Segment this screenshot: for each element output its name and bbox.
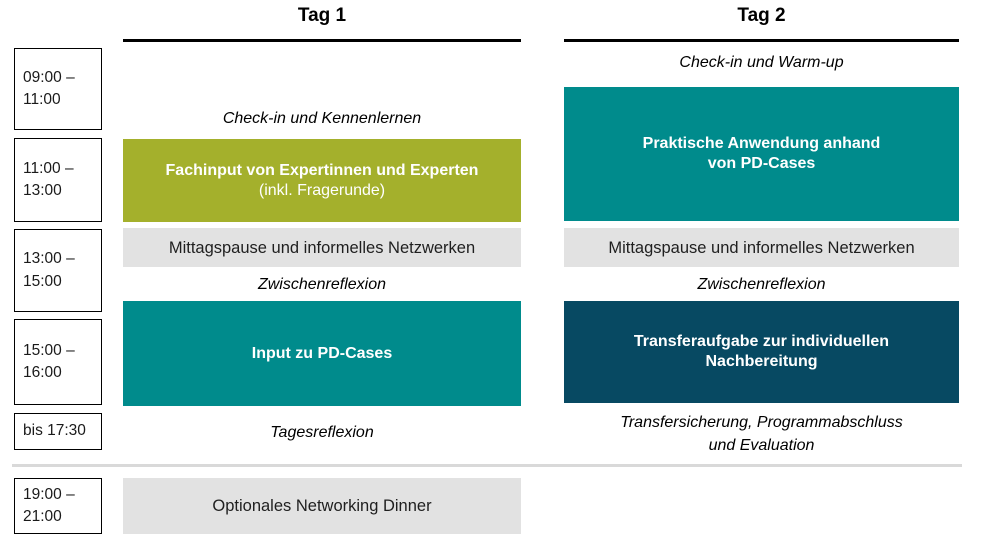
evening-section-divider	[12, 464, 962, 467]
day1-column: Tag 1 Check-in und Kennenlernen Fachinpu…	[123, 0, 521, 554]
day1-pd-cases-input-title: Input zu PD-Cases	[251, 344, 393, 362]
time-slot-box-1300-1500: 13:00 – 15:00	[14, 229, 102, 312]
time-slot-box-0900-1100: 09:00 – 11:00	[14, 48, 102, 130]
time-slot-line: 15:00 –	[23, 341, 75, 359]
time-slot-line: 21:00	[23, 508, 62, 525]
day1-dinner-block: Optionales Networking Dinner	[123, 478, 521, 534]
day2-title: Tag 2	[737, 5, 786, 26]
day2-checkin-note: Check-in und Warm-up	[679, 54, 844, 71]
time-slot-line: 13:00	[23, 182, 62, 199]
day2-title-underline	[564, 39, 959, 42]
day2-lunch-label: Mittagspause und informelles Netzwerken	[608, 238, 915, 257]
day2-closing-note-line1: Transfersicherung, Programmabschluss	[620, 414, 903, 431]
time-slot-line: 13:00 –	[23, 250, 75, 268]
time-slot-box-1900-2100: 19:00 – 21:00	[14, 478, 102, 534]
time-slot-line: 09:00 –	[23, 68, 75, 86]
time-slot-line: 19:00 –	[23, 485, 75, 503]
time-slot-line: 11:00 –	[23, 159, 74, 177]
day1-lunch-label: Mittagspause und informelles Netzwerken	[168, 238, 476, 257]
time-slot-line: 15:00	[23, 272, 62, 290]
day1-title-underline	[123, 39, 521, 42]
time-slot-line: 16:00	[23, 364, 62, 381]
day1-checkin-note: Check-in und Kennenlernen	[222, 110, 422, 127]
day1-expert-input-block: Fachinput von Expertinnen und Experten (…	[123, 139, 521, 222]
day1-lunch-block: Mittagspause und informelles Netzwerken	[123, 228, 521, 267]
day2-practical-application-block: Praktische Anwendung anhand von PD-Cases	[564, 87, 959, 221]
day2-transfer-task-block: Transferaufgabe zur individuellen Nachbe…	[564, 301, 959, 403]
day1-title: Tag 1	[297, 5, 347, 26]
day2-midday-reflection-note: Zwischenreflexion	[697, 276, 826, 293]
time-slot-box-1500-1600: 15:00 – 16:00	[14, 319, 102, 405]
time-slot-box-bis-1730: bis 17:30	[14, 413, 102, 450]
day1-midday-reflection-note: Zwischenreflexion	[257, 276, 387, 293]
day2-lunch-block: Mittagspause und informelles Netzwerken	[564, 228, 959, 267]
day1-expert-input-subtitle: (inkl. Fragerunde)	[258, 181, 386, 199]
day2-closing-note: Transfersicherung, Programmabschluss und…	[564, 411, 959, 457]
day2-closing-note-line2: und Evaluation	[708, 437, 815, 454]
time-slot-line: 11:00	[23, 91, 61, 108]
day2-transfer-task-title2: Nachbereitung	[705, 353, 818, 370]
time-slot-box-1100-1300: 11:00 – 13:00	[14, 138, 102, 222]
day2-column: Tag 2 Check-in und Warm-up Praktische An…	[564, 0, 959, 554]
day1-dinner-label: Optionales Networking Dinner	[212, 497, 432, 515]
day2-practical-application-title2: von PD-Cases	[707, 155, 816, 172]
day2-transfer-task-title: Transferaufgabe zur individuellen	[633, 333, 890, 350]
day1-pd-cases-input-block: Input zu PD-Cases	[123, 301, 521, 406]
day1-expert-input-title: Fachinput von Expertinnen und Experten	[165, 161, 479, 179]
day1-day-reflection-note: Tagesreflexion	[270, 424, 374, 441]
day2-practical-application-title: Praktische Anwendung anhand	[642, 135, 881, 152]
time-slot-line: bis 17:30	[23, 422, 86, 440]
